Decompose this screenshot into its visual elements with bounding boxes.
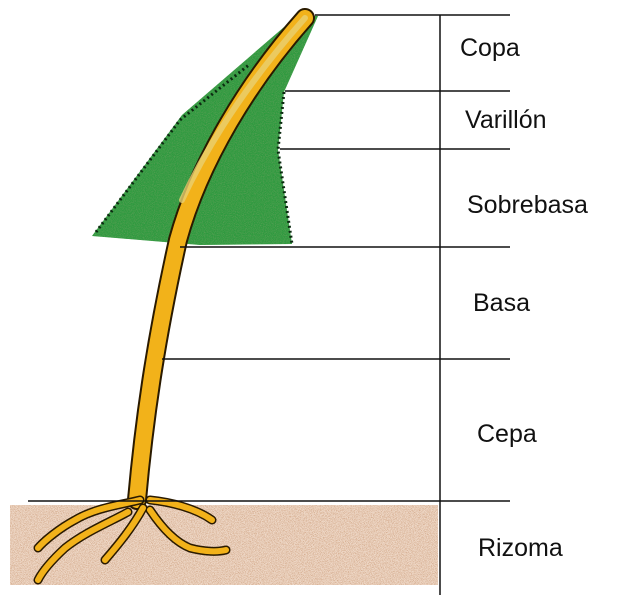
- label-copa: Copa: [460, 34, 520, 62]
- label-cepa: Cepa: [477, 420, 537, 448]
- label-sobrebasa: Sobrebasa: [467, 191, 588, 219]
- label-varillon: Varillón: [465, 106, 547, 134]
- segment-labels: Copa Varillón Sobrebasa Basa Cepa Rizoma: [460, 34, 588, 562]
- label-rizoma: Rizoma: [478, 534, 563, 562]
- label-basa: Basa: [473, 289, 530, 317]
